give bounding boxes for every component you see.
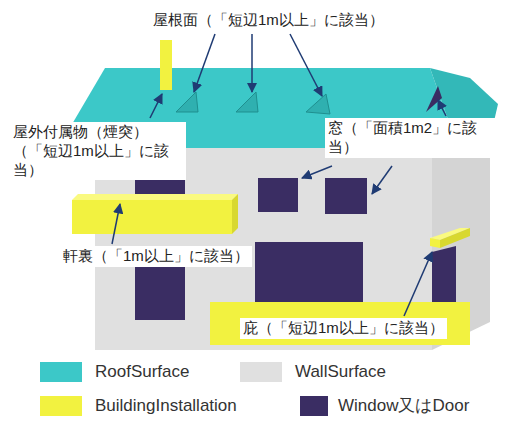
legend-swatch <box>240 362 282 382</box>
chimney <box>160 40 172 90</box>
base-slab <box>210 302 470 345</box>
roof-triangle <box>236 92 258 112</box>
eave <box>72 200 232 234</box>
legend-text: RoofSurface <box>95 362 190 382</box>
eave-top <box>72 194 238 200</box>
window <box>255 242 363 302</box>
callout-label: 軒裏（「1m以上」に該当） <box>60 246 252 267</box>
roof-window <box>426 86 442 112</box>
window <box>258 178 298 212</box>
window <box>135 262 185 320</box>
legend-swatch <box>40 362 82 382</box>
callout-label: 屋外付属物（煙突）（「短辺1m以上」に該当） <box>10 122 186 180</box>
canopy <box>430 238 440 248</box>
callout-label: 窓（「面積1m2」に該当） <box>325 118 497 158</box>
canopy-side <box>440 228 470 248</box>
legend-text: BuildingInstallation <box>95 396 237 416</box>
legend-swatch <box>40 396 82 416</box>
window <box>325 178 367 214</box>
legend-text: WallSurface <box>295 362 386 382</box>
roof-triangle <box>306 94 330 114</box>
legend-swatch <box>300 396 328 416</box>
eave-side <box>232 194 238 234</box>
roof-triangle <box>176 92 198 112</box>
callout-label: 屋根面（「短辺1m以上」に該当） <box>150 10 387 31</box>
callout-label: 庇（「短辺1m以上」に該当） <box>240 318 447 339</box>
legend-text: Window又はDoor <box>338 396 469 416</box>
